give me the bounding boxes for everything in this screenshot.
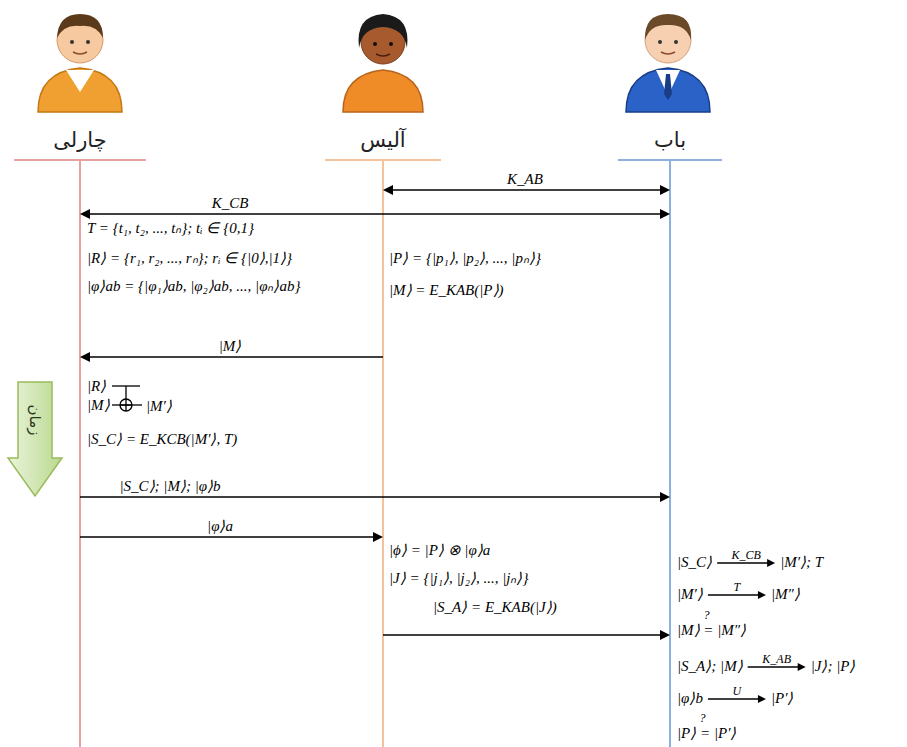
math-label: |M⟩ = E_KAB(|P⟩) [388, 281, 505, 299]
person-icon [626, 14, 710, 112]
person-icon [343, 14, 423, 112]
actor-name: چارلی [14, 125, 146, 161]
math-label: |φ⟩b [676, 689, 704, 707]
math-label: |M″⟩ [770, 585, 801, 603]
math-label: |R⟩ [86, 377, 107, 395]
math-label: |P⟩ = |P′⟩ [676, 724, 737, 742]
message-label: |S_C⟩; |M⟩; |φ⟩b [118, 477, 221, 495]
person-icon [38, 14, 122, 112]
time-arrow [8, 382, 62, 496]
message-arrow [383, 630, 670, 640]
math-label: |R⟩ = {r₁, r₂, ..., rₙ}; rᵢ ∈ {|0⟩,|1⟩} [86, 249, 293, 267]
math-label: |S_C⟩ [676, 553, 713, 571]
math-label: T [733, 581, 742, 594]
math-label: |M′⟩ [145, 397, 173, 415]
time-label: زمان [26, 404, 44, 437]
math-label: |φ⟩ab = {|φ₁⟩ab, |φ₂⟩ab, ..., |φₙ⟩ab} [86, 277, 302, 295]
actor-name: باب [618, 125, 722, 161]
math-label: |P⟩ = {|p₁⟩, |p₂⟩, ..., |pₙ⟩} [388, 249, 542, 267]
cnot-gate [112, 386, 142, 411]
message-label: |φ⟩a [206, 517, 234, 535]
math-label: U [732, 685, 743, 698]
actor-label: باب [622, 127, 718, 153]
math-label: K_CB [730, 549, 761, 562]
math-label: |P′⟩ [770, 689, 795, 707]
message-label: K_AB [506, 170, 544, 188]
math-label: |M⟩ = |M″⟩ [676, 621, 747, 639]
math-label: |M′⟩ [676, 585, 704, 603]
message-arrow [80, 209, 670, 219]
math-label: ? [698, 712, 706, 725]
math-label: |J⟩; |P⟩ [810, 657, 857, 675]
math-label: |S_A⟩ = E_KAB(|J⟩) [432, 598, 558, 616]
math-label: ? [703, 609, 711, 622]
actor-name: آلیس [325, 125, 441, 161]
message-label: K_CB [211, 194, 250, 212]
actor-label: چارلی [18, 127, 142, 153]
math-label: K_AB [761, 653, 792, 666]
lifeline [79, 160, 81, 747]
message-label: |M⟩ [218, 337, 243, 355]
math-label: |S_C⟩ = E_KCB(|M′⟩, T) [86, 430, 238, 448]
math-label: |M′⟩; T [779, 553, 824, 571]
math-label: |M⟩ [86, 396, 111, 414]
math-label: |S_A⟩; |M⟩ [676, 657, 744, 675]
math-label: |ϕ⟩ = |P⟩ ⊗ |φ⟩a [388, 541, 491, 559]
lifeline [382, 160, 384, 747]
math-label: |J⟩ = {|j₁⟩, |j₂⟩, ..., |jₙ⟩} [388, 569, 529, 587]
actor-label: آلیس [329, 127, 437, 153]
math-label: T = {t₁, t₂, ..., tₙ}; tᵢ ∈ {0,1} [86, 219, 255, 237]
lifeline [669, 160, 671, 747]
